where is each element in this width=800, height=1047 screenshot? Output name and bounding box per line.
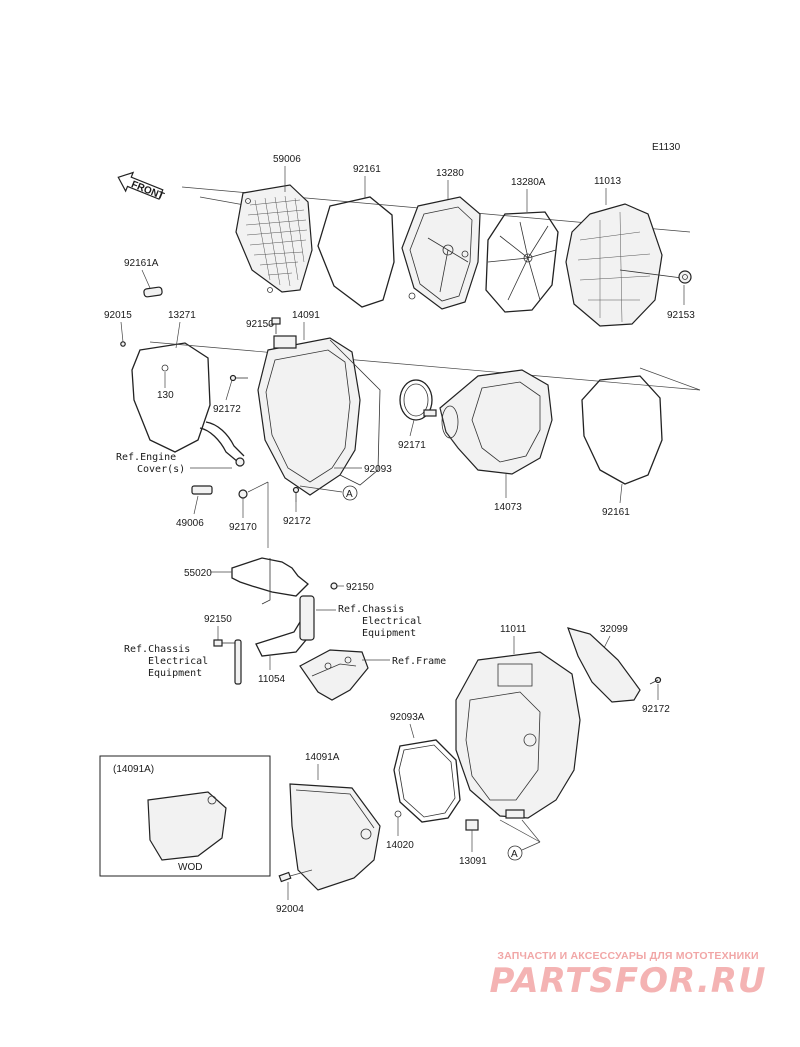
part-92161-gasket: [317, 196, 395, 308]
watermark-tagline: ЗАПЧАСТИ И АКСЕССУАРЫ ДЛЯ МОТОТЕХНИКИ: [497, 950, 759, 962]
label-92172-upper: 92172: [213, 404, 241, 415]
part-92171-clamp: [399, 379, 437, 421]
label-92172-lower: 92172: [283, 516, 311, 527]
ref-chassis-2-line1: Ref.Chassis: [124, 644, 190, 655]
part-13271-cover-plate: [131, 342, 211, 453]
label-59006: 59006: [273, 154, 301, 165]
label-92170: 92170: [229, 522, 257, 533]
front-arrow-icon: FRONT: [117, 171, 166, 202]
label-92015: 92015: [104, 310, 132, 321]
label-92161-right: 92161: [602, 507, 630, 518]
label-92004: 92004: [276, 904, 304, 915]
part-130-bolt-icon: [161, 364, 169, 372]
part-92004-screw: [278, 871, 292, 883]
part-32099-side-plate: [567, 627, 641, 703]
label-13271: 13271: [168, 310, 196, 321]
ref-chassis-2-line3: Equipment: [148, 668, 202, 679]
part-49006-pipe: [191, 485, 213, 495]
callout-a-upper: [342, 485, 358, 501]
watermark-logo: PARTSFOR.RU: [489, 961, 767, 1001]
part-59006-cover-grille: [235, 184, 313, 293]
ref-engine-cover-line1: Ref.Engine: [116, 452, 176, 463]
label-92093: 92093: [364, 464, 392, 475]
callout-a-lower: [507, 845, 523, 861]
inset-note: WOD: [178, 862, 202, 873]
ref-engine-cover-line2: Cover(s): [137, 464, 185, 475]
part-92161-gasket-right: [581, 375, 663, 485]
inset-label: (14091A): [113, 764, 154, 775]
callout-a-lower-label: A: [511, 849, 518, 860]
part-92172-screw-lower: [292, 486, 300, 502]
part-11013-filter-element: [565, 203, 683, 327]
label-32099: 32099: [600, 624, 628, 635]
label-13280: 13280: [436, 168, 464, 179]
label-11011: 11011: [500, 624, 527, 635]
part-92170-clamp: [238, 489, 248, 499]
label-92153: 92153: [667, 310, 695, 321]
part-55020-plate: [231, 557, 309, 605]
label-92150-left: 92150: [204, 614, 232, 625]
inset-14091A: (14091A) WOD: [99, 755, 271, 877]
part-92172-screw-upper: [229, 374, 248, 382]
ref-chassis-1-line1: Ref.Chassis: [338, 604, 404, 615]
part-13091-clip: [465, 819, 479, 831]
part-92093A-seal: [393, 739, 461, 823]
part-92150-bolt-left: [213, 639, 236, 647]
ref-chassis-1-line2: Electrical: [362, 616, 422, 627]
part-92153-bolt: [678, 270, 692, 305]
part-92150-bolt-top: [271, 317, 281, 334]
label-92161-top: 92161: [353, 164, 381, 175]
part-clamp-near-hose: [235, 457, 245, 467]
part-14020-grommet: [394, 810, 402, 818]
part-14091-housing: [257, 335, 381, 496]
watermark: ЗАПЧАСТИ И АКСЕССУАРЫ ДЛЯ МОТОТЕХНИКИ PA…: [478, 950, 778, 1000]
part-92172-screw-right: [649, 676, 662, 685]
label-14020: 14020: [386, 840, 414, 851]
label-92171: 92171: [398, 440, 426, 451]
label-92161A: 92161A: [124, 258, 159, 269]
part-13280-filter-frame: [401, 196, 481, 310]
label-130: 130: [157, 390, 174, 401]
label-14091: 14091: [292, 310, 320, 321]
part-breather-hose: [199, 427, 239, 463]
part-11054-bracket: [255, 595, 315, 657]
label-92150-top: 92150: [246, 319, 274, 330]
label-55020: 55020: [184, 568, 212, 579]
part-92161A-hose: [143, 286, 163, 298]
part-14073-intake-duct: [439, 369, 553, 475]
label-92150-mid: 92150: [346, 582, 374, 593]
ref-chassis-1-line3: Equipment: [362, 628, 416, 639]
label-11054: 11054: [258, 674, 286, 685]
part-92015-clip: [120, 341, 126, 347]
middle-axis-line: [149, 341, 701, 391]
diagram-code: E1130: [652, 142, 681, 153]
label-13280A: 13280A: [511, 177, 546, 188]
part-13280A-filter-cage: [485, 211, 559, 313]
label-14091A: 14091A: [305, 752, 340, 763]
callout-a-upper-label: A: [346, 489, 353, 500]
label-11013: 11013: [594, 176, 622, 187]
front-label: FRONT: [130, 179, 166, 202]
ref-frame: Ref.Frame: [392, 656, 446, 667]
label-13091: 13091: [459, 856, 487, 867]
label-92093A: 92093A: [390, 712, 425, 723]
label-49006: 49006: [176, 518, 204, 529]
part-11011-airbox: [455, 651, 581, 819]
ref-chassis-2-line2: Electrical: [148, 656, 208, 667]
part-frame-section: [299, 649, 369, 701]
part-14091A-side-cover: [289, 783, 381, 891]
part-92150-bolt-mid: [330, 582, 338, 590]
label-92172-right: 92172: [642, 704, 670, 715]
part-strap: [234, 639, 242, 685]
label-14073: 14073: [494, 502, 522, 513]
